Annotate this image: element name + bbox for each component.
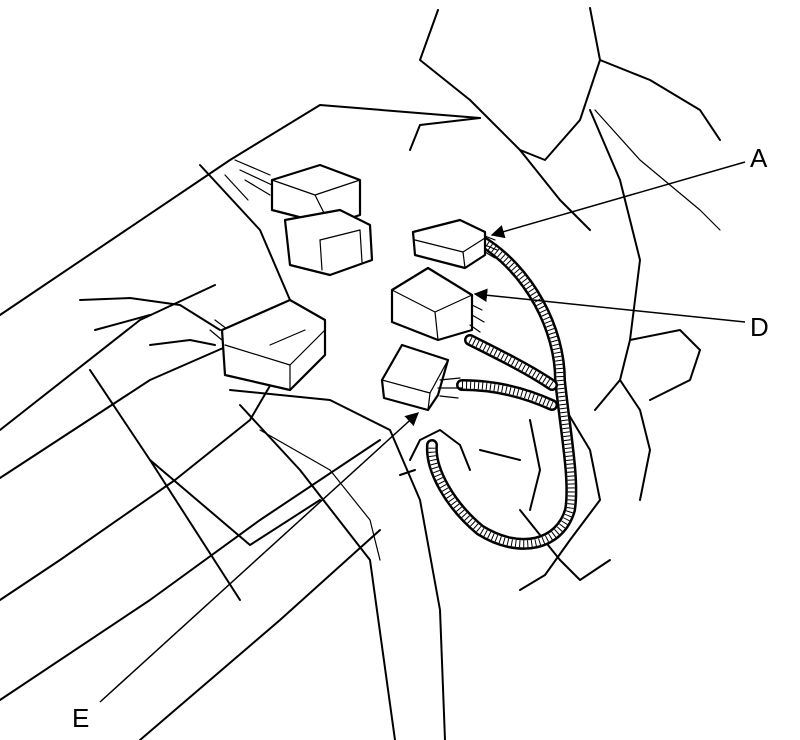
leader-line-d [473, 288, 746, 323]
callout-label-e: E [72, 703, 90, 733]
wire-harness [425, 234, 578, 550]
connector-a [411, 218, 498, 270]
callout-label-a: A [750, 143, 768, 173]
connector-mid-left [220, 298, 327, 392]
vehicle-body-outline [0, 7, 721, 740]
leader-line-a [490, 161, 746, 239]
connector-d [390, 266, 485, 342]
callout-label-d: D [750, 312, 769, 342]
connector-e [380, 343, 463, 412]
leader-line-e [99, 412, 419, 703]
connector-upper-left [270, 163, 374, 277]
